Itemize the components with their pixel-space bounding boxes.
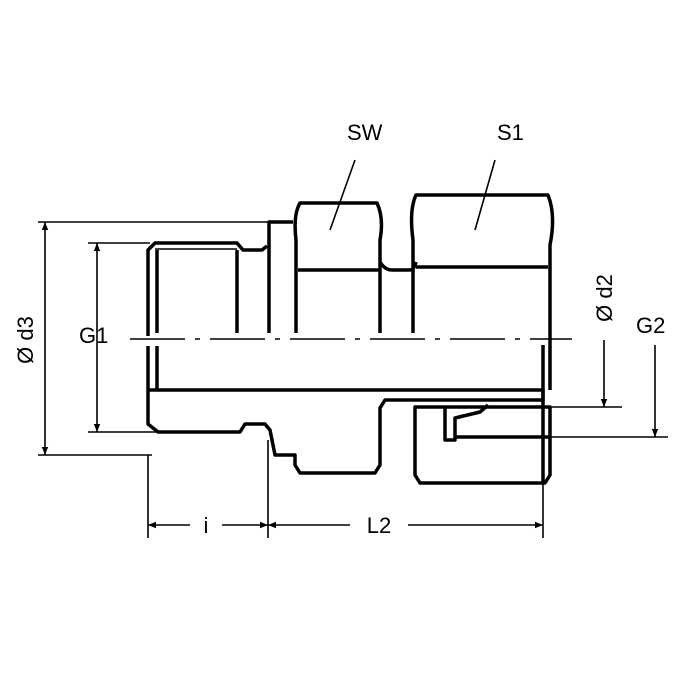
hex-sw [293,201,384,333]
body-section [146,388,545,475]
label-i: i [204,513,209,538]
label-sw: SW [347,120,383,145]
thread-end [146,241,269,336]
label-s1: S1 [497,120,524,145]
label-d2: Ø d2 [592,274,617,322]
label-g2: G2 [636,313,665,338]
collar [267,220,293,333]
nut-s1 [409,193,555,390]
label-l2: L2 [367,513,391,538]
label-g1: G1 [79,323,108,348]
nut-section [413,405,552,485]
label-d3: Ø d3 [13,316,38,364]
seal-ring [443,403,490,442]
